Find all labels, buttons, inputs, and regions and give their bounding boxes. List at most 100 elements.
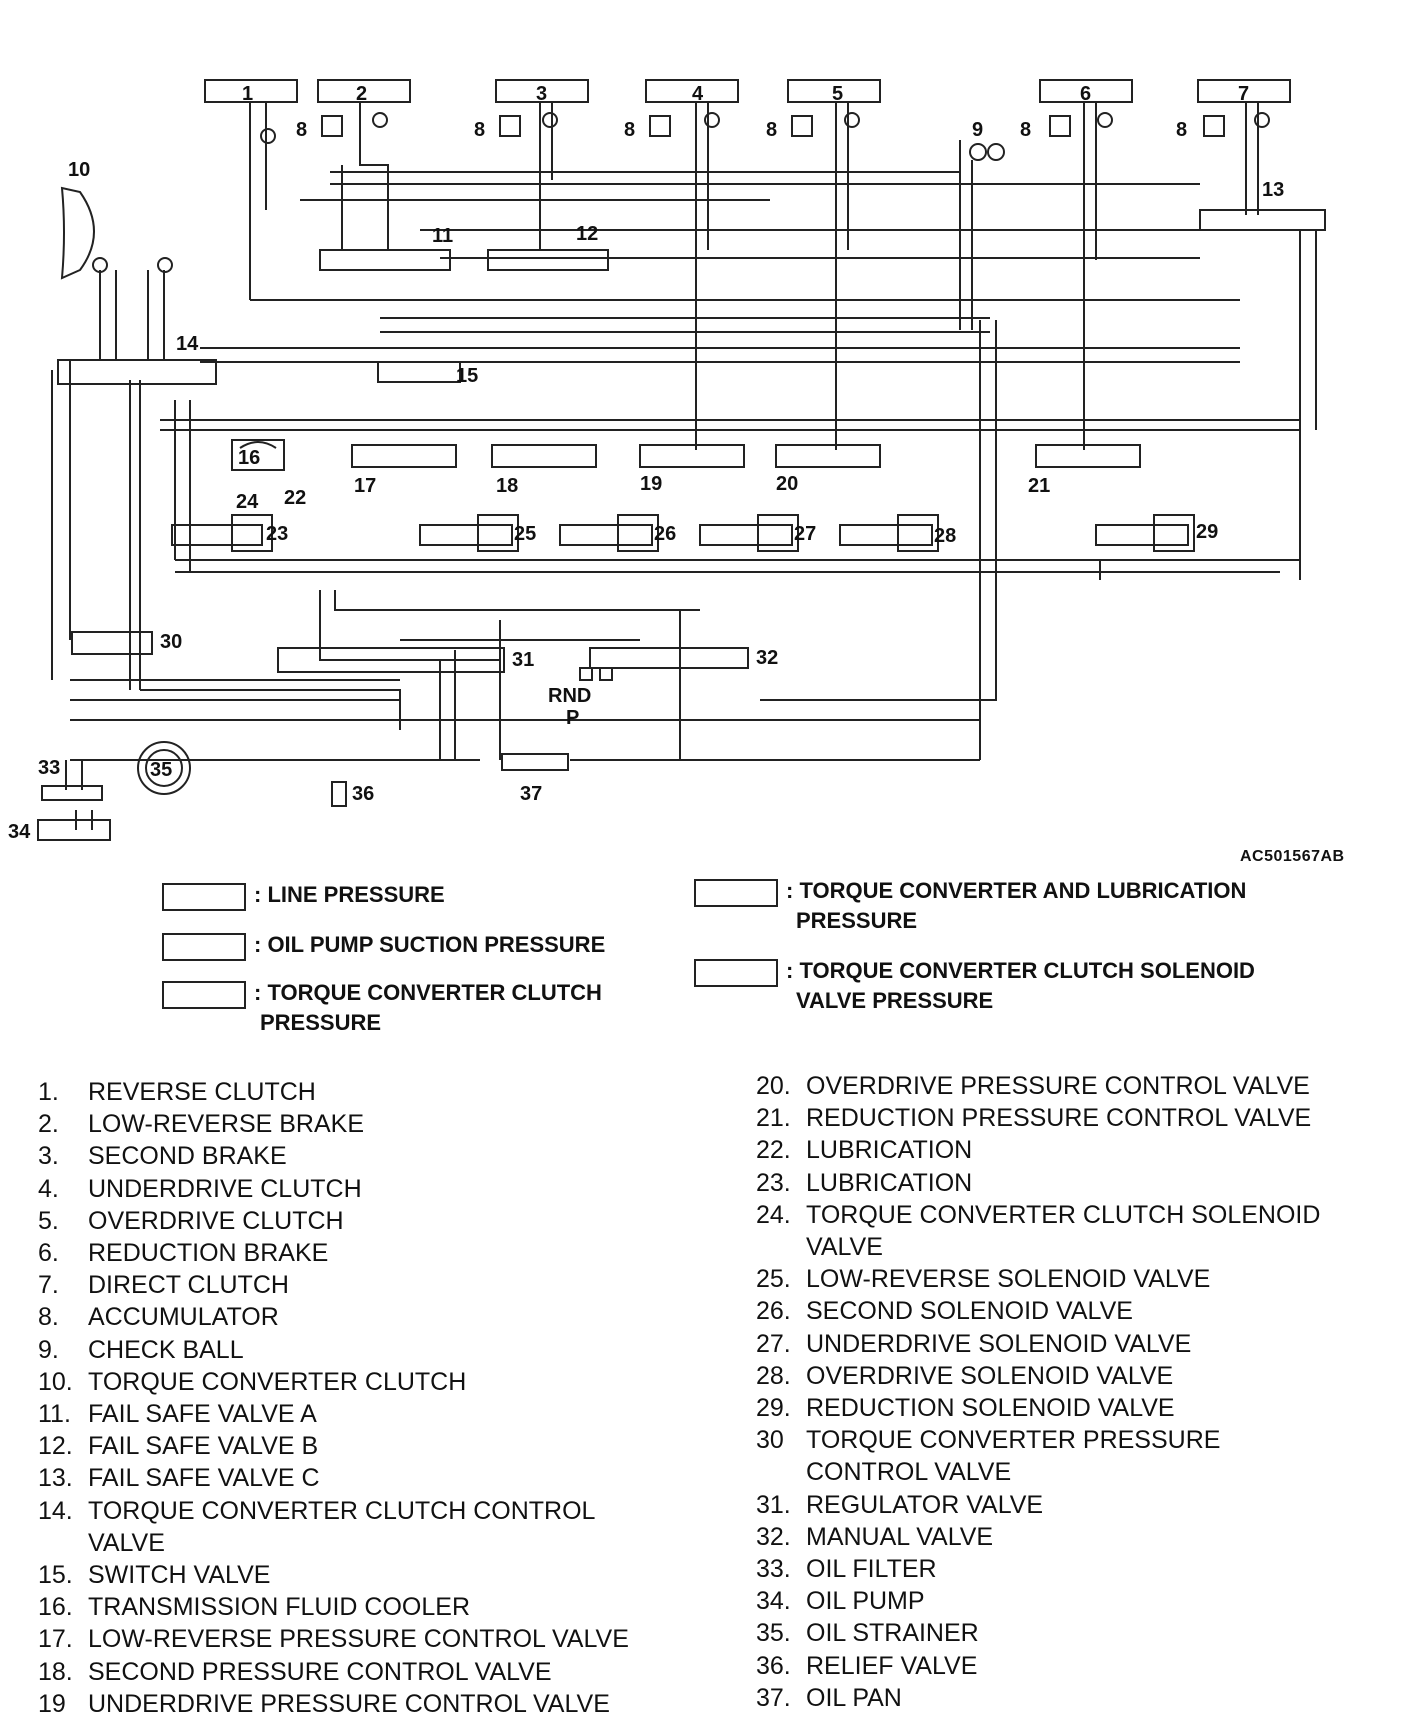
fail-safe-valve-a <box>319 249 451 271</box>
legend-text: REDUCTION BRAKE <box>88 1239 329 1268</box>
label-accumulator: 8 <box>624 119 635 141</box>
legend-item: 20.OVERDRIVE PRESSURE CONTROL VALVE <box>756 1070 1320 1102</box>
legend-item: 33.OIL FILTER <box>756 1553 1320 1585</box>
label-fail-safe-c: 13 <box>1262 179 1284 201</box>
label-lr-solenoid: 25 <box>514 523 536 545</box>
legend-number: 5. <box>38 1206 59 1235</box>
key-swatch <box>162 981 246 1009</box>
legend-text: TORQUE CONVERTER CLUTCH SOLENOID <box>806 1200 1321 1229</box>
label-clutch-4: 4 <box>692 83 704 105</box>
legend-number: 36. <box>756 1651 791 1680</box>
legend-item: 14. TORQUE CONVERTER CLUTCH CONTROL <box>38 1495 629 1527</box>
legend-item: 26.SECOND SOLENOID VALVE <box>756 1295 1320 1327</box>
torque-converter <box>60 186 95 280</box>
legend-item: 18. SECOND PRESSURE CONTROL VALVE <box>38 1656 629 1688</box>
legend-item: 37.OIL PAN <box>756 1682 1320 1714</box>
legend-number: 20. <box>756 1072 791 1100</box>
legend-item: 23.LUBRICATION <box>756 1167 1320 1199</box>
fail-safe-valve-c <box>1199 209 1326 231</box>
label-accumulator: 8 <box>474 119 485 141</box>
legend-number: 14. <box>38 1496 73 1525</box>
key-swatch <box>694 959 778 987</box>
legend-number: 13. <box>38 1464 73 1493</box>
legend-item: 28.OVERDRIVE SOLENOID VALVE <box>756 1360 1320 1392</box>
legend-number: 8. <box>38 1303 59 1332</box>
label-clutch-7: 7 <box>1238 83 1249 105</box>
label-fail-safe-a: 11 <box>432 225 453 247</box>
legend-text: VALVE <box>806 1233 883 1262</box>
clutch-box-7 <box>1197 79 1291 103</box>
legend-item: 2.LOW-REVERSE BRAKE <box>38 1108 629 1140</box>
legend-number: 7. <box>38 1271 59 1300</box>
legend-item: 10.TORQUE CONVERTER CLUTCH <box>38 1366 629 1398</box>
legend-number: 9. <box>38 1335 59 1364</box>
pressure-control-valves <box>351 444 1141 468</box>
legend-item: VALVE <box>756 1231 1320 1263</box>
legend-text: CONTROL VALVE <box>806 1458 1012 1487</box>
legend-number: 34. <box>756 1587 791 1616</box>
legend-text: OIL STRAINER <box>806 1619 979 1648</box>
legend-text: FAIL SAFE VALVE C <box>88 1464 320 1493</box>
label-fluid-cooler: 16 <box>238 447 260 469</box>
legend-item: 6. REDUCTION BRAKE <box>38 1237 629 1269</box>
legend-number: 30 <box>756 1426 784 1455</box>
key-swatch <box>162 933 246 961</box>
switch-valve <box>377 361 461 383</box>
label-tcc-control-valve: 14 <box>176 333 199 355</box>
label-lubrication-23: 23 <box>266 523 288 545</box>
label-clutch-2: 2 <box>356 83 367 105</box>
legend-item: 17. LOW-REVERSE PRESSURE CONTROL VALVE <box>38 1623 629 1655</box>
legend-number: 17. <box>38 1625 73 1654</box>
legend-text: VALVE <box>88 1528 165 1557</box>
relief-valve <box>331 781 347 807</box>
legend-text: RELIEF VALVE <box>806 1651 978 1680</box>
legend-number: 6. <box>38 1239 59 1268</box>
clutch-box-2 <box>317 79 411 103</box>
legend-number: 22. <box>756 1136 791 1165</box>
legend-item: 9.CHECK BALL <box>38 1334 629 1366</box>
legend-text: REDUCTION SOLENOID VALVE <box>806 1394 1175 1423</box>
tc-pressure-control-valve <box>71 631 153 655</box>
legend-text: UNDERDRIVE CLUTCH <box>88 1174 362 1203</box>
legend-item: 29. REDUCTION SOLENOID VALVE <box>756 1392 1320 1424</box>
legend-text: TORQUE CONVERTER CLUTCH CONTROL <box>88 1496 596 1525</box>
key-swatch <box>162 883 246 911</box>
legend-number: 32. <box>756 1522 791 1551</box>
fail-safe-valve-b <box>487 249 609 271</box>
legend-item: 27.UNDERDRIVE SOLENOID VALVE <box>756 1328 1320 1360</box>
legend-item: VALVE <box>38 1527 629 1559</box>
legend-item: 3.SECOND BRAKE <box>38 1140 629 1172</box>
oil-pump <box>37 819 111 841</box>
legend-item: 21.REDUCTION PRESSURE CONTROL VALVE <box>756 1102 1320 1134</box>
legend-number: 29. <box>756 1394 791 1423</box>
label-accumulator: 8 <box>766 119 777 141</box>
key-text: : OIL PUMP SUCTION PRESSURE <box>254 932 606 957</box>
legend-item: 12.FAIL SAFE VALVE B <box>38 1430 629 1462</box>
legend-item: 31.REGULATOR VALVE <box>756 1489 1320 1521</box>
legend-item: 16.TRANSMISSION FLUID COOLER <box>38 1591 629 1623</box>
legend-text: FAIL SAFE VALVE A <box>88 1400 317 1429</box>
legend-number: 12. <box>38 1432 73 1461</box>
label-manual-positions-p: P <box>566 707 579 729</box>
label-ud-pcv: 19 <box>640 473 662 495</box>
transmission-fluid-cooler <box>231 439 285 471</box>
legend-item: 13. FAIL SAFE VALVE C <box>38 1462 629 1494</box>
legend-text: REGULATOR VALVE <box>806 1490 1044 1519</box>
label-switch-valve: 15 <box>456 365 478 387</box>
label-clutch-1: 1 <box>242 83 253 105</box>
legend-item: 22.LUBRICATION <box>756 1134 1320 1166</box>
label-red-solenoid: 29 <box>1196 521 1218 543</box>
legend-number: 1. <box>38 1078 59 1106</box>
legend-number: 18. <box>38 1657 73 1686</box>
legend-text: LOW-REVERSE PRESSURE CONTROL VALVE <box>88 1625 629 1654</box>
label-tcc-solenoid: 24 <box>236 491 259 513</box>
clutch-box-6 <box>1039 79 1133 103</box>
legend-text: REDUCTION PRESSURE CONTROL VALVE <box>806 1104 1312 1133</box>
label-oil-pump: 34 <box>8 821 31 843</box>
legend-item: 8.ACCUMULATOR <box>38 1301 629 1333</box>
label-fail-safe-b: 12 <box>576 223 598 245</box>
legend-number: 24. <box>756 1200 791 1229</box>
legend-text: SECOND PRESSURE CONTROL VALVE <box>88 1657 552 1686</box>
